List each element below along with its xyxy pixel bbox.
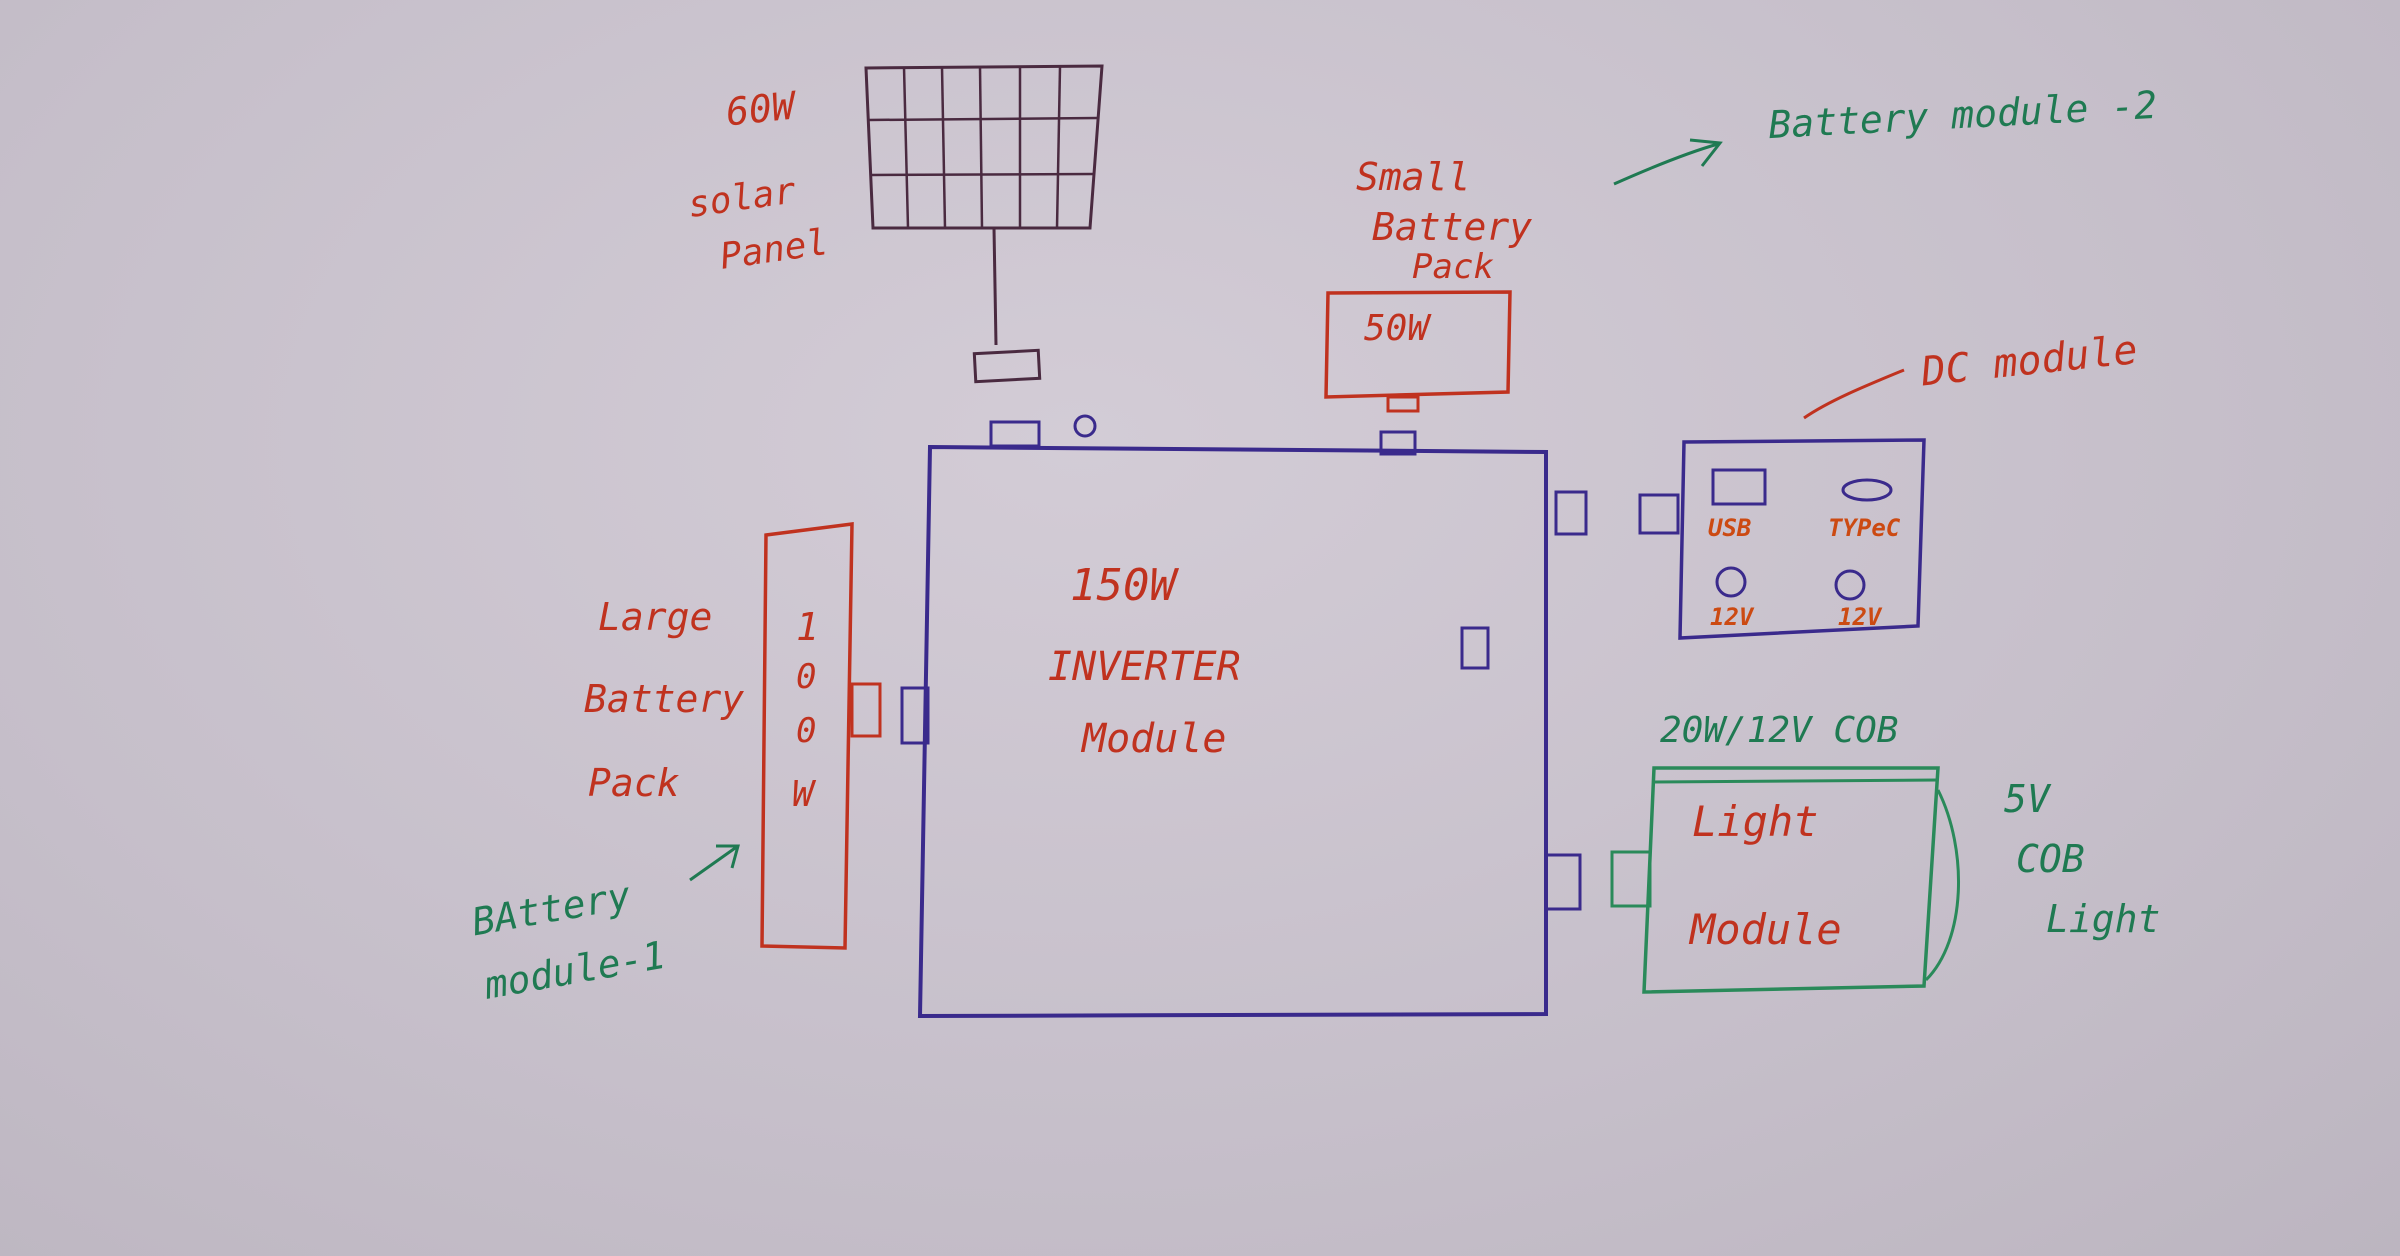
solar-panel <box>864 64 1104 384</box>
inverter-box <box>917 444 1548 1019</box>
large-battery-label-large: Large <box>598 595 712 639</box>
cob-side-label-5v: 5V <box>2004 777 2052 821</box>
inverter-right-port-dc <box>1554 490 1588 536</box>
large-battery-terminal <box>850 682 882 738</box>
small-battery-label-battery: Battery <box>1372 205 1532 249</box>
dc-12v-port-1-icon <box>1715 566 1747 598</box>
inverter-top-indicator <box>1073 414 1097 438</box>
small-battery-rating: 50W <box>1364 308 1432 349</box>
cob-light-module <box>1610 766 1960 994</box>
dc-module-input-port <box>1638 493 1680 535</box>
cob-side-label-cob: COB <box>2016 837 2085 881</box>
inverter-top-port-small-battery <box>1379 430 1417 456</box>
large-battery-rating-char-1: 1 <box>796 605 819 649</box>
cob-side-label-light: Light <box>2046 897 2160 941</box>
large-battery-label-pack: Pack <box>588 761 680 805</box>
usb-port-icon <box>1711 468 1767 506</box>
inverter-right-port-cob <box>1544 853 1582 911</box>
inverter-module <box>900 414 1588 1019</box>
cob-light-input-port <box>1610 850 1652 908</box>
large-battery-box <box>760 522 854 950</box>
battery-module-1-label-line2: module-1 <box>480 933 669 1008</box>
solar-panel-grid <box>867 66 1099 229</box>
large-battery-rating-char-2: 0 <box>796 657 816 697</box>
dc-12v-label-2: 12V <box>1838 603 1883 631</box>
large-battery-pack <box>760 522 882 950</box>
cob-light-side-strip <box>1924 789 1960 982</box>
battery-module-1-arrow <box>689 844 740 882</box>
small-battery-terminal <box>1386 395 1420 413</box>
cob-module-label: Module <box>1688 905 1842 954</box>
solar-label-solar: solar <box>685 170 798 226</box>
small-battery-box <box>1324 290 1512 399</box>
solar-panel-cable <box>992 227 998 346</box>
typec-label: TYPeC <box>1828 514 1901 542</box>
dc-module-box <box>1678 438 1926 640</box>
solar-panel-connector <box>972 348 1042 384</box>
cob-light-box <box>1642 766 1940 994</box>
large-battery-rating-char-3: 0 <box>796 711 816 751</box>
typec-port-icon <box>1841 478 1893 502</box>
inverter-module-label: Module <box>1080 716 1227 762</box>
inverter-left-port <box>900 686 930 745</box>
battery-module-1-label-line1: BAttery <box>469 873 634 944</box>
battery-module-2-label: Battery module -2 <box>1767 83 2158 147</box>
usb-label: USB <box>1708 514 1751 542</box>
solar-panel-frame <box>864 64 1104 230</box>
dc-module-pointer <box>1803 368 1905 420</box>
dc-module <box>1638 438 1926 640</box>
large-battery-label-battery: Battery <box>584 677 744 721</box>
small-battery-label-small: Small <box>1356 155 1470 199</box>
inverter-top-port-solar <box>989 420 1041 448</box>
solar-label-60w: 60W <box>724 83 800 134</box>
inverter-internal-switch <box>1460 626 1490 670</box>
large-battery-rating-char-4: W <box>792 774 817 815</box>
small-battery-pack <box>1324 290 1512 413</box>
dc-module-label: DC module <box>1918 327 2139 396</box>
solar-label-panel: Panel <box>717 222 830 278</box>
battery-module-2-arrow <box>1613 138 1723 186</box>
inverter-rating: 150W <box>1070 560 1179 611</box>
cob-light-top-edge <box>1653 778 1939 784</box>
small-battery-label-pack: Pack <box>1412 247 1494 287</box>
cob-light-label: Light <box>1692 797 1818 846</box>
large-battery-rating: 1 0 0 W <box>792 605 819 815</box>
dc-12v-port-2-icon <box>1834 569 1866 601</box>
dc-12v-label-1: 12V <box>1710 603 1755 631</box>
inverter-label: INVERTER <box>1048 644 1241 690</box>
cob-header-label: 20W/12V COB <box>1660 710 1898 751</box>
